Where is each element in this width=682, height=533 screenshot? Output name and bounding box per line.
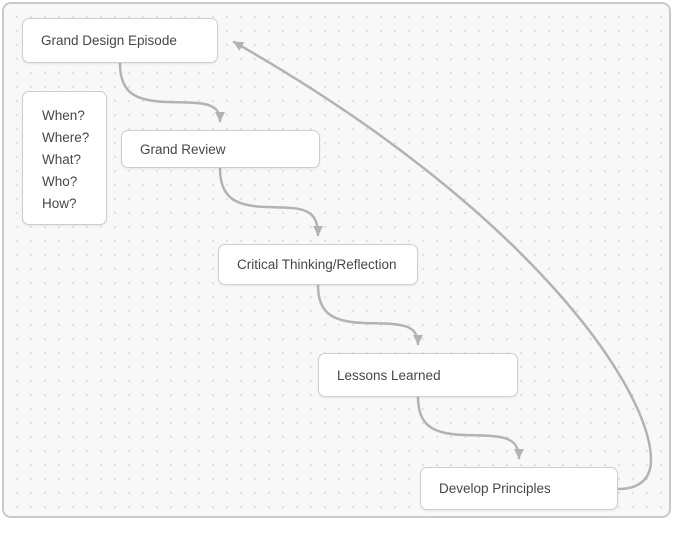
node-label-line: How?: [42, 196, 77, 211]
connector-grand-design-to-grand-review[interactable]: [118, 61, 225, 123]
connector-grand-review-to-critical-thinking[interactable]: [218, 166, 323, 237]
node-label-line: When?: [42, 108, 85, 123]
node-label-line: What?: [42, 152, 82, 167]
node-label: Grand Review: [140, 141, 226, 157]
node-label: Lessons Learned: [337, 367, 441, 383]
node-label-line: Where?: [42, 130, 90, 145]
node-label: Develop Principles: [439, 481, 551, 496]
node-label-line: Who?: [42, 174, 78, 189]
node-grand-review[interactable]: Grand Review: [121, 130, 320, 168]
node-develop-principles[interactable]: Develop Principles: [420, 467, 618, 510]
connector-develop-principles-to-grand-design[interactable]: [232, 40, 653, 491]
connector-critical-thinking-to-lessons-learned[interactable]: [316, 283, 423, 346]
node-questions[interactable]: When? Where? What? Who? How?: [22, 91, 107, 225]
node-grand-design-episode[interactable]: Grand Design Episode: [22, 18, 218, 63]
node-lessons-learned[interactable]: Lessons Learned: [318, 353, 518, 397]
node-label: Critical Thinking/Reflection: [237, 257, 397, 272]
connector-lessons-learned-to-develop-principles[interactable]: [416, 395, 524, 460]
node-critical-thinking-reflection[interactable]: Critical Thinking/Reflection: [218, 244, 418, 285]
node-label: Grand Design Episode: [41, 33, 177, 48]
